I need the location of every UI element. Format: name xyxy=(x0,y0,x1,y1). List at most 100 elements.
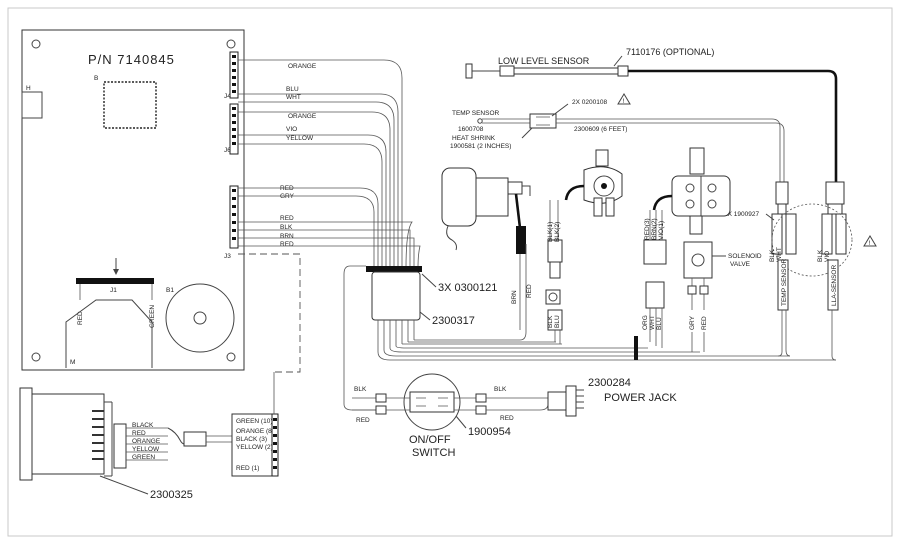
svg-text:!: ! xyxy=(869,240,871,247)
harness-connector: 3X 0300121 2300317 xyxy=(366,266,497,352)
svg-text:RED: RED xyxy=(280,185,294,192)
crimp-label: 3X 0300121 xyxy=(438,282,497,294)
temp-sensor: TEMP SENSOR 1600708 2X 0200108 2300609 (… xyxy=(450,93,785,182)
svg-text:SOLENOID: SOLENOID xyxy=(728,253,762,260)
power-jack-label: POWER JACK xyxy=(604,392,677,404)
svg-text:YELLOW: YELLOW xyxy=(132,446,160,453)
svg-text:!: ! xyxy=(623,98,625,105)
svg-text:VIO: VIO xyxy=(286,126,297,133)
svg-text:ORANGE: ORANGE xyxy=(288,113,317,120)
valve-manifold: RED(3) BRN(2) VIO(1) ORG WHT BLU xyxy=(642,147,731,348)
svg-text:ORG: ORG xyxy=(642,315,649,330)
transformer-outline xyxy=(65,299,153,368)
svg-text:RED: RED xyxy=(701,316,708,330)
j1-red-label: RED xyxy=(77,311,84,325)
harness-connector-pn: 2300317 xyxy=(432,315,475,327)
switch-title: ON/OFF xyxy=(409,434,451,446)
svg-text:2300609 (6 FEET): 2300609 (6 FEET) xyxy=(574,126,627,133)
svg-text:M: M xyxy=(70,359,75,366)
svg-text:TEMP SENSOR: TEMP SENSOR xyxy=(452,110,500,117)
svg-text:J1: J1 xyxy=(110,287,117,294)
svg-text:BLU: BLU xyxy=(656,317,663,330)
low-level-sensor-label: LOW LEVEL SENSOR xyxy=(498,56,590,66)
svg-text:GRY: GRY xyxy=(280,193,295,200)
svg-text:RED: RED xyxy=(500,415,514,422)
harness-outline xyxy=(238,253,301,373)
svg-text:YELLOW: YELLOW xyxy=(286,135,314,142)
processor-chip xyxy=(103,81,157,129)
solenoid-valve: SOLENOID VALVE GRY RED xyxy=(683,241,762,352)
svg-text:BLK: BLK xyxy=(494,386,507,393)
svg-text:BLK: BLK xyxy=(547,315,554,328)
svg-text:VALVE: VALVE xyxy=(730,261,751,268)
low-level-sensor-pn: 7110176 (OPTIONAL) xyxy=(626,47,714,57)
svg-text:YELLOW (2): YELLOW (2) xyxy=(236,444,273,451)
page-frame xyxy=(7,7,893,537)
display-module: BLACK RED ORANGE YELLOW GREEN GREEN (10)… xyxy=(19,387,279,501)
svg-text:ORANGE: ORANGE xyxy=(288,63,317,70)
switch-title-2: SWITCH xyxy=(412,447,455,459)
svg-text:J6: J6 xyxy=(224,147,231,154)
svg-text:RED(3): RED(3) xyxy=(644,218,651,240)
svg-text:VIO(1): VIO(1) xyxy=(658,221,665,240)
svg-text:BLACK: BLACK xyxy=(132,422,154,429)
power-jack-pn: 2300284 xyxy=(588,377,631,389)
display-pn: 2300325 xyxy=(150,489,193,501)
terminal-block-top: J4 xyxy=(224,51,239,100)
svg-text:TEMP SENSOR: TEMP SENSOR xyxy=(781,258,788,306)
svg-text:VIO: VIO xyxy=(824,251,831,262)
svg-text:BLK(1): BLK(1) xyxy=(547,222,554,242)
svg-text:GREEN (10): GREEN (10) xyxy=(236,418,272,425)
buzzer-disc xyxy=(165,283,235,353)
svg-text:BRN: BRN xyxy=(511,290,518,304)
svg-text:J4: J4 xyxy=(224,93,231,100)
svg-text:BLACK (3): BLACK (3) xyxy=(236,436,267,443)
diaphragm-pump: BLK(1) BLK(2) BLK BLU xyxy=(545,149,623,344)
control-board: P/N 7140845 H B J4 J6 xyxy=(21,29,245,371)
on-off-switch: ON/OFF SWITCH 1900954 BLK RED BLK RED xyxy=(352,373,549,459)
svg-text:B1: B1 xyxy=(166,287,174,294)
svg-text:BLK: BLK xyxy=(280,224,293,231)
warning-triangle-icon: ! xyxy=(863,235,877,247)
svg-text:BLU: BLU xyxy=(554,315,561,328)
sensor-connectors: 2X 1900927 BLK WHT BLK VIO TEMP SENSOR L… xyxy=(724,181,877,361)
svg-text:GREEN: GREEN xyxy=(132,454,155,461)
svg-text:GRY: GRY xyxy=(689,315,696,330)
power-jack: 2300284 POWER JACK xyxy=(547,377,677,417)
svg-text:BRN: BRN xyxy=(280,233,294,240)
header-j1: J1 RED GREEN xyxy=(76,258,156,328)
svg-text:RED: RED xyxy=(132,430,146,437)
svg-text:BLK: BLK xyxy=(769,249,776,262)
terminal-wire-labels: ORANGE BLU WHT ORANGE VIO YELLOW RED GRY… xyxy=(280,63,317,248)
board-label-b: B xyxy=(94,75,98,82)
board-part-number: P/N 7140845 xyxy=(88,52,175,67)
svg-text:BLK: BLK xyxy=(817,249,824,262)
svg-text:2X 1900927: 2X 1900927 xyxy=(724,211,759,218)
svg-text:ORANGE (8): ORANGE (8) xyxy=(236,428,274,435)
j1-green-label: GREEN xyxy=(149,305,156,328)
svg-text:BLK: BLK xyxy=(354,386,367,393)
svg-text:RED (1): RED (1) xyxy=(236,465,259,472)
svg-text:1600708: 1600708 xyxy=(458,126,484,133)
terminal-block-mid: J6 xyxy=(224,103,239,155)
svg-text:2X 0200108: 2X 0200108 xyxy=(572,99,607,106)
svg-text:RED: RED xyxy=(526,284,533,298)
svg-text:BRN(2): BRN(2) xyxy=(651,218,658,240)
svg-text:LLA-SENSOR: LLA-SENSOR xyxy=(831,265,838,306)
main-wire-bundle xyxy=(343,244,836,411)
svg-text:WHT: WHT xyxy=(286,94,301,101)
svg-text:RED: RED xyxy=(356,417,370,424)
switch-pn: 1900954 xyxy=(468,426,511,438)
warning-triangle-icon: ! xyxy=(617,93,631,105)
terminal-block-j3: J3 xyxy=(224,185,239,260)
svg-text:1900581 (2 INCHES): 1900581 (2 INCHES) xyxy=(450,143,511,150)
svg-text:HEAT SHRINK: HEAT SHRINK xyxy=(452,135,496,142)
svg-text:ORANGE: ORANGE xyxy=(132,438,161,445)
svg-text:BLU: BLU xyxy=(286,86,299,93)
svg-text:J3: J3 xyxy=(224,253,231,260)
board-label-h: H xyxy=(26,85,31,92)
pump-motor: BRN RED xyxy=(441,167,533,330)
svg-text:WHT: WHT xyxy=(649,315,656,330)
svg-text:RED: RED xyxy=(280,215,294,222)
